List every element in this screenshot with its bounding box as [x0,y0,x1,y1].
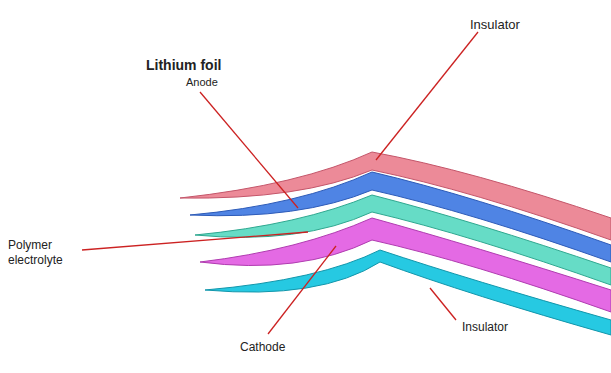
part-label: Anode [186,75,218,90]
leader-line [376,32,478,160]
part-label: Polymer electrolyte [8,238,80,268]
part-label: Lithium foil [146,58,221,73]
part-label: Insulator [470,17,520,32]
leader-line [200,92,298,208]
bottom-insulator-layer [205,250,611,335]
leader-line [268,246,336,334]
part-label: Cathode [240,340,285,355]
leader-line [430,288,456,320]
part-label: Insulator [462,320,508,335]
leader-line [82,232,308,250]
